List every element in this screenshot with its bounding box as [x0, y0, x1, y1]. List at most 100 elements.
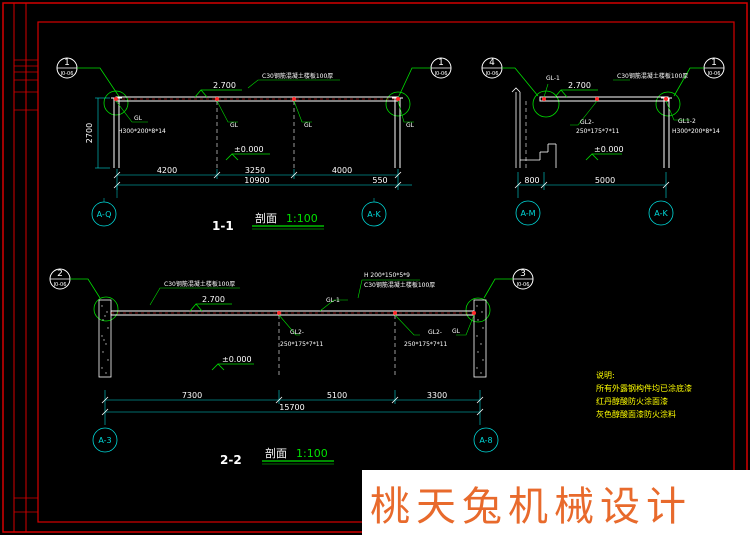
beam-marks	[114, 97, 400, 101]
gl-label: GL-1	[546, 75, 560, 82]
level-mark-top: 2.700	[194, 81, 242, 98]
dimension-text: 550	[372, 176, 387, 185]
section-right: 4 J0-06 1 J0-06	[481, 57, 725, 226]
detail-callout-right: 1 J0-06	[655, 57, 725, 117]
dimension-text: 4200	[157, 166, 177, 175]
gl-label: GL	[134, 115, 143, 122]
svg-text:±0.000: ±0.000	[594, 145, 624, 154]
general-notes: 说明: 所有外露钢构件均已涂底漆 红丹醇酸防火涂面漆 灰色醇酸面漆防火涂料	[596, 370, 692, 419]
dimension-ticks	[113, 171, 402, 189]
level-mark-base: ±0.000	[211, 355, 254, 371]
detail-callout-left: 1 J0-06	[56, 57, 129, 116]
section-scale-label: 剖面	[255, 211, 277, 225]
svg-text:A-K: A-K	[367, 210, 381, 219]
dimension-line-1	[116, 169, 412, 190]
section-1-1: 1 J0-06 1 J0-06	[56, 57, 452, 233]
section-scale: 1:100	[286, 212, 318, 225]
svg-text:1: 1	[64, 58, 70, 68]
gl-label: GL2-	[290, 329, 304, 336]
masonry-wall-left	[98, 299, 112, 378]
beam-size-label: 250*175*7*11	[280, 341, 324, 348]
dimension-text: 3300	[427, 391, 447, 400]
svg-text:A-K: A-K	[654, 209, 668, 218]
svg-text:±0.000: ±0.000	[222, 355, 252, 364]
section-scale: 1:100	[296, 447, 328, 460]
gl-label: GL1-2	[678, 118, 696, 125]
dimension-text: 4000	[332, 166, 352, 175]
section-title: 2-2	[220, 453, 242, 467]
dimension-text: 3250	[245, 166, 265, 175]
gl-leaders	[149, 279, 475, 336]
gl-label: GL	[304, 122, 313, 129]
axis-bubble-left: A-M	[515, 200, 541, 226]
beam-gridlines	[278, 315, 396, 377]
masonry-wall-right	[473, 299, 487, 378]
dimension-ticks	[514, 181, 670, 189]
slab-note: C30钢筋混凝土楼板100厚	[617, 72, 688, 80]
svg-text:J0-06: J0-06	[60, 71, 74, 77]
axis-bubble-right: A-K	[361, 198, 387, 227]
section-title: 1-1	[212, 219, 234, 233]
slab-note: C30钢筋混凝土楼板100厚	[262, 72, 333, 80]
svg-text:1: 1	[711, 58, 717, 68]
svg-text:2: 2	[57, 269, 63, 279]
notes-heading: 说明:	[596, 370, 615, 380]
svg-text:J0-06: J0-06	[707, 71, 721, 77]
note-line: 所有外露钢构件均已涂底漆	[596, 383, 692, 393]
detail-callout-left: 4 J0-06	[481, 57, 560, 118]
svg-text:J0-06: J0-06	[485, 71, 499, 77]
svg-text:A-M: A-M	[520, 209, 535, 218]
detail-callout-left: 2 J0-06	[49, 268, 119, 322]
dimension-ticks	[101, 396, 484, 416]
svg-text:2.700: 2.700	[213, 81, 236, 90]
svg-text:1: 1	[438, 58, 444, 68]
svg-text:A-8: A-8	[479, 436, 492, 445]
dimension-text: 800	[524, 176, 539, 185]
svg-text:2.700: 2.700	[568, 81, 591, 90]
column-right	[392, 97, 403, 168]
dimension-text: 7300	[182, 391, 202, 400]
level-mark-base: ±0.000	[585, 145, 624, 161]
svg-text:3: 3	[520, 269, 526, 279]
level-mark-top: 2.700	[189, 295, 232, 312]
svg-text:J0-06: J0-06	[434, 71, 448, 77]
slab-note: C30钢筋混凝土楼板100厚	[364, 281, 435, 289]
dimension-line	[104, 390, 481, 425]
slab-note: C30钢筋混凝土楼板100厚	[164, 280, 235, 288]
section-scale-label: 剖面	[265, 446, 287, 460]
beam-note: H 200*150*5*9	[364, 272, 410, 279]
axis-bubble-right: A-K	[648, 200, 674, 226]
note-line: 红丹醇酸防火涂面漆	[596, 396, 668, 406]
svg-text:A-3: A-3	[98, 436, 111, 445]
gl-leaders	[543, 79, 690, 126]
dimension-total: 15700	[279, 403, 304, 412]
roof-slab	[115, 96, 399, 102]
height-dimension: 2700	[85, 97, 110, 169]
svg-text:2700: 2700	[85, 123, 94, 143]
svg-text:A-Q: A-Q	[97, 210, 112, 219]
roof-slab	[539, 96, 669, 102]
beam-marks	[542, 97, 668, 101]
gl-label: GL	[452, 328, 461, 335]
dimension-total: 10900	[244, 176, 269, 185]
gl-label: GL	[230, 122, 239, 129]
column-size-label: H300*200*8*14	[672, 128, 720, 135]
axis-bubble-left: A-Q	[91, 185, 118, 227]
level-mark-base: ±0.000	[225, 145, 270, 161]
dimension-line	[517, 172, 667, 198]
gl-leaders	[115, 100, 414, 123]
detail-callout-right: 1 J0-06	[385, 57, 452, 117]
beam-marks	[277, 311, 476, 315]
dimension-text: 5100	[327, 391, 347, 400]
beam-size-label: 250*175*7*11	[404, 341, 448, 348]
axis-bubble-left: A-3	[92, 427, 118, 453]
note-line: 灰色醇酸面漆防火涂料	[596, 409, 676, 419]
level-mark-top: 2.700	[554, 81, 598, 98]
beam-size-label: 250*175*7*11	[576, 128, 620, 135]
column-size-label: H300*200*8*14	[118, 128, 166, 135]
axis-bubble-right: A-8	[473, 427, 499, 453]
dimension-text: 5000	[595, 176, 615, 185]
svg-text:4: 4	[489, 58, 495, 68]
svg-text:2.700: 2.700	[202, 295, 225, 304]
